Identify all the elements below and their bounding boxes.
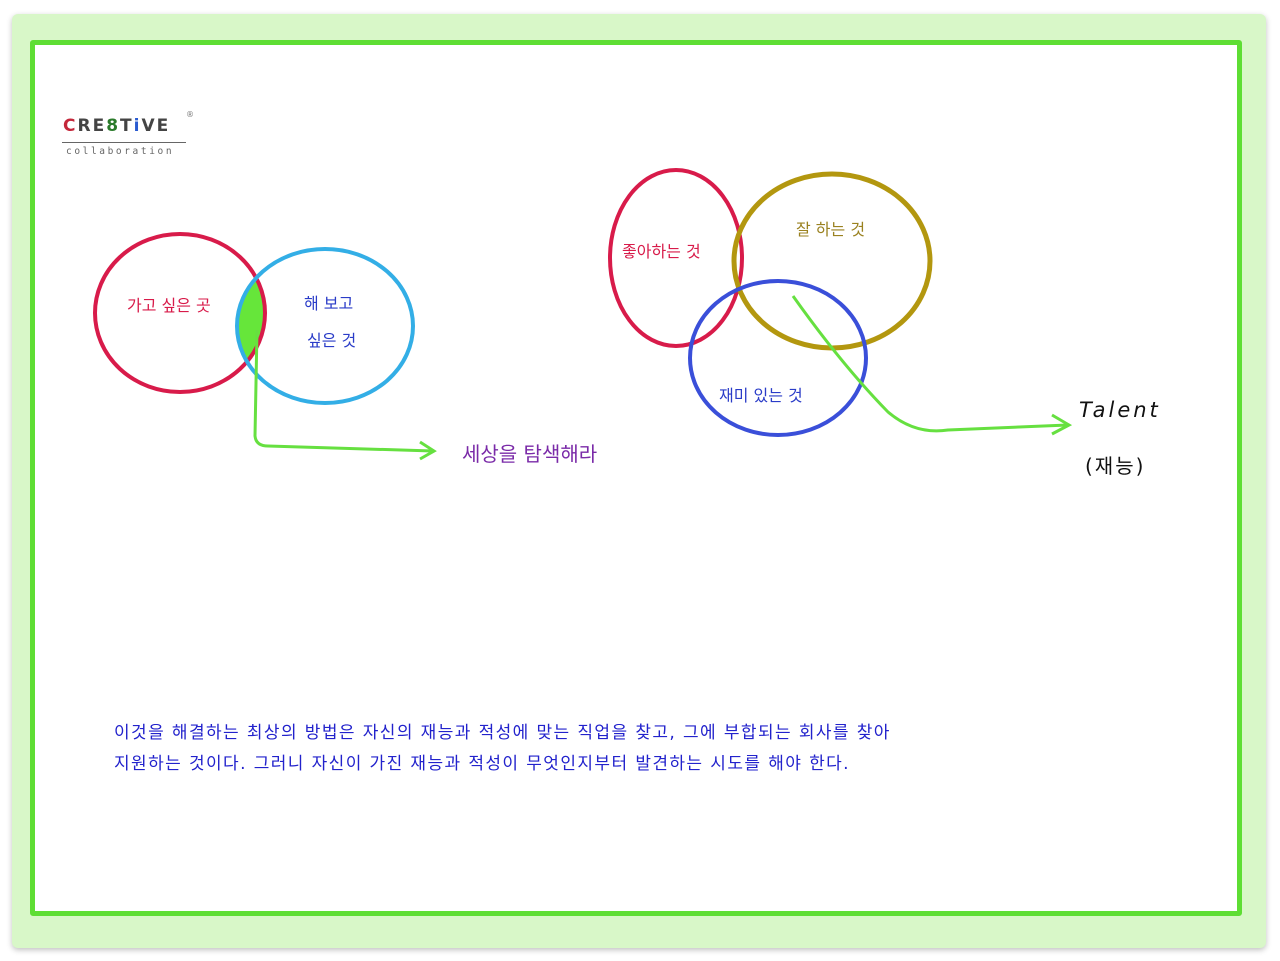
label-talent: Talent [1079, 398, 1161, 422]
arrow-right-line [791, 295, 1069, 433]
arrow-left-line [253, 329, 434, 453]
logo-letters-ve: VE [141, 116, 171, 136]
explanation-paragraph: 이것을 해결하는 최상의 방법은 자신의 재능과 적성에 맞는 직업을 찾고, … [114, 718, 1114, 780]
circle-right-gold [731, 171, 933, 351]
logo-letter-8: 8 [106, 116, 121, 136]
logo-letter-t: T [120, 116, 134, 136]
paragraph-line-2: 지원하는 것이다. 그러니 자신이 가진 재능과 적성이 무엇인지부터 발견하는… [114, 754, 850, 774]
label-places-to-go: 가고 싶은 곳 [127, 296, 211, 315]
arrow-left-head [419, 440, 437, 461]
circle-left-blue [235, 247, 415, 405]
arrow-right-head [1051, 413, 1073, 436]
label-things-you-like: 좋아하는 것 [622, 242, 701, 261]
label-things-to-try-line1: 해 보고 [304, 294, 354, 313]
label-things-you-do-well: 잘 하는 것 [796, 220, 866, 239]
logo-letter-i: i [133, 116, 142, 136]
logo-underline [62, 142, 186, 143]
circle-left-red [93, 232, 267, 394]
circle-right-red [608, 168, 744, 348]
label-talent-korean: (재능) [1085, 454, 1146, 478]
logo-registered-mark: ® [186, 110, 194, 119]
label-explore-world: 세상을 탐색해라 [462, 442, 598, 466]
logo-letter-c: C [63, 116, 78, 136]
label-things-fun: 재미 있는 것 [719, 386, 803, 405]
logo-wordmark: CRE8TiVE [63, 116, 170, 136]
logo-subtitle: collaboration [66, 146, 175, 157]
circle-right-blue [688, 279, 868, 437]
paragraph-line-1: 이것을 해결하는 최상의 방법은 자신의 재능과 적성에 맞는 직업을 찾고, … [114, 723, 891, 743]
logo-letters-re: RE [77, 116, 107, 136]
label-things-to-try-line2: 싶은 것 [307, 331, 357, 350]
